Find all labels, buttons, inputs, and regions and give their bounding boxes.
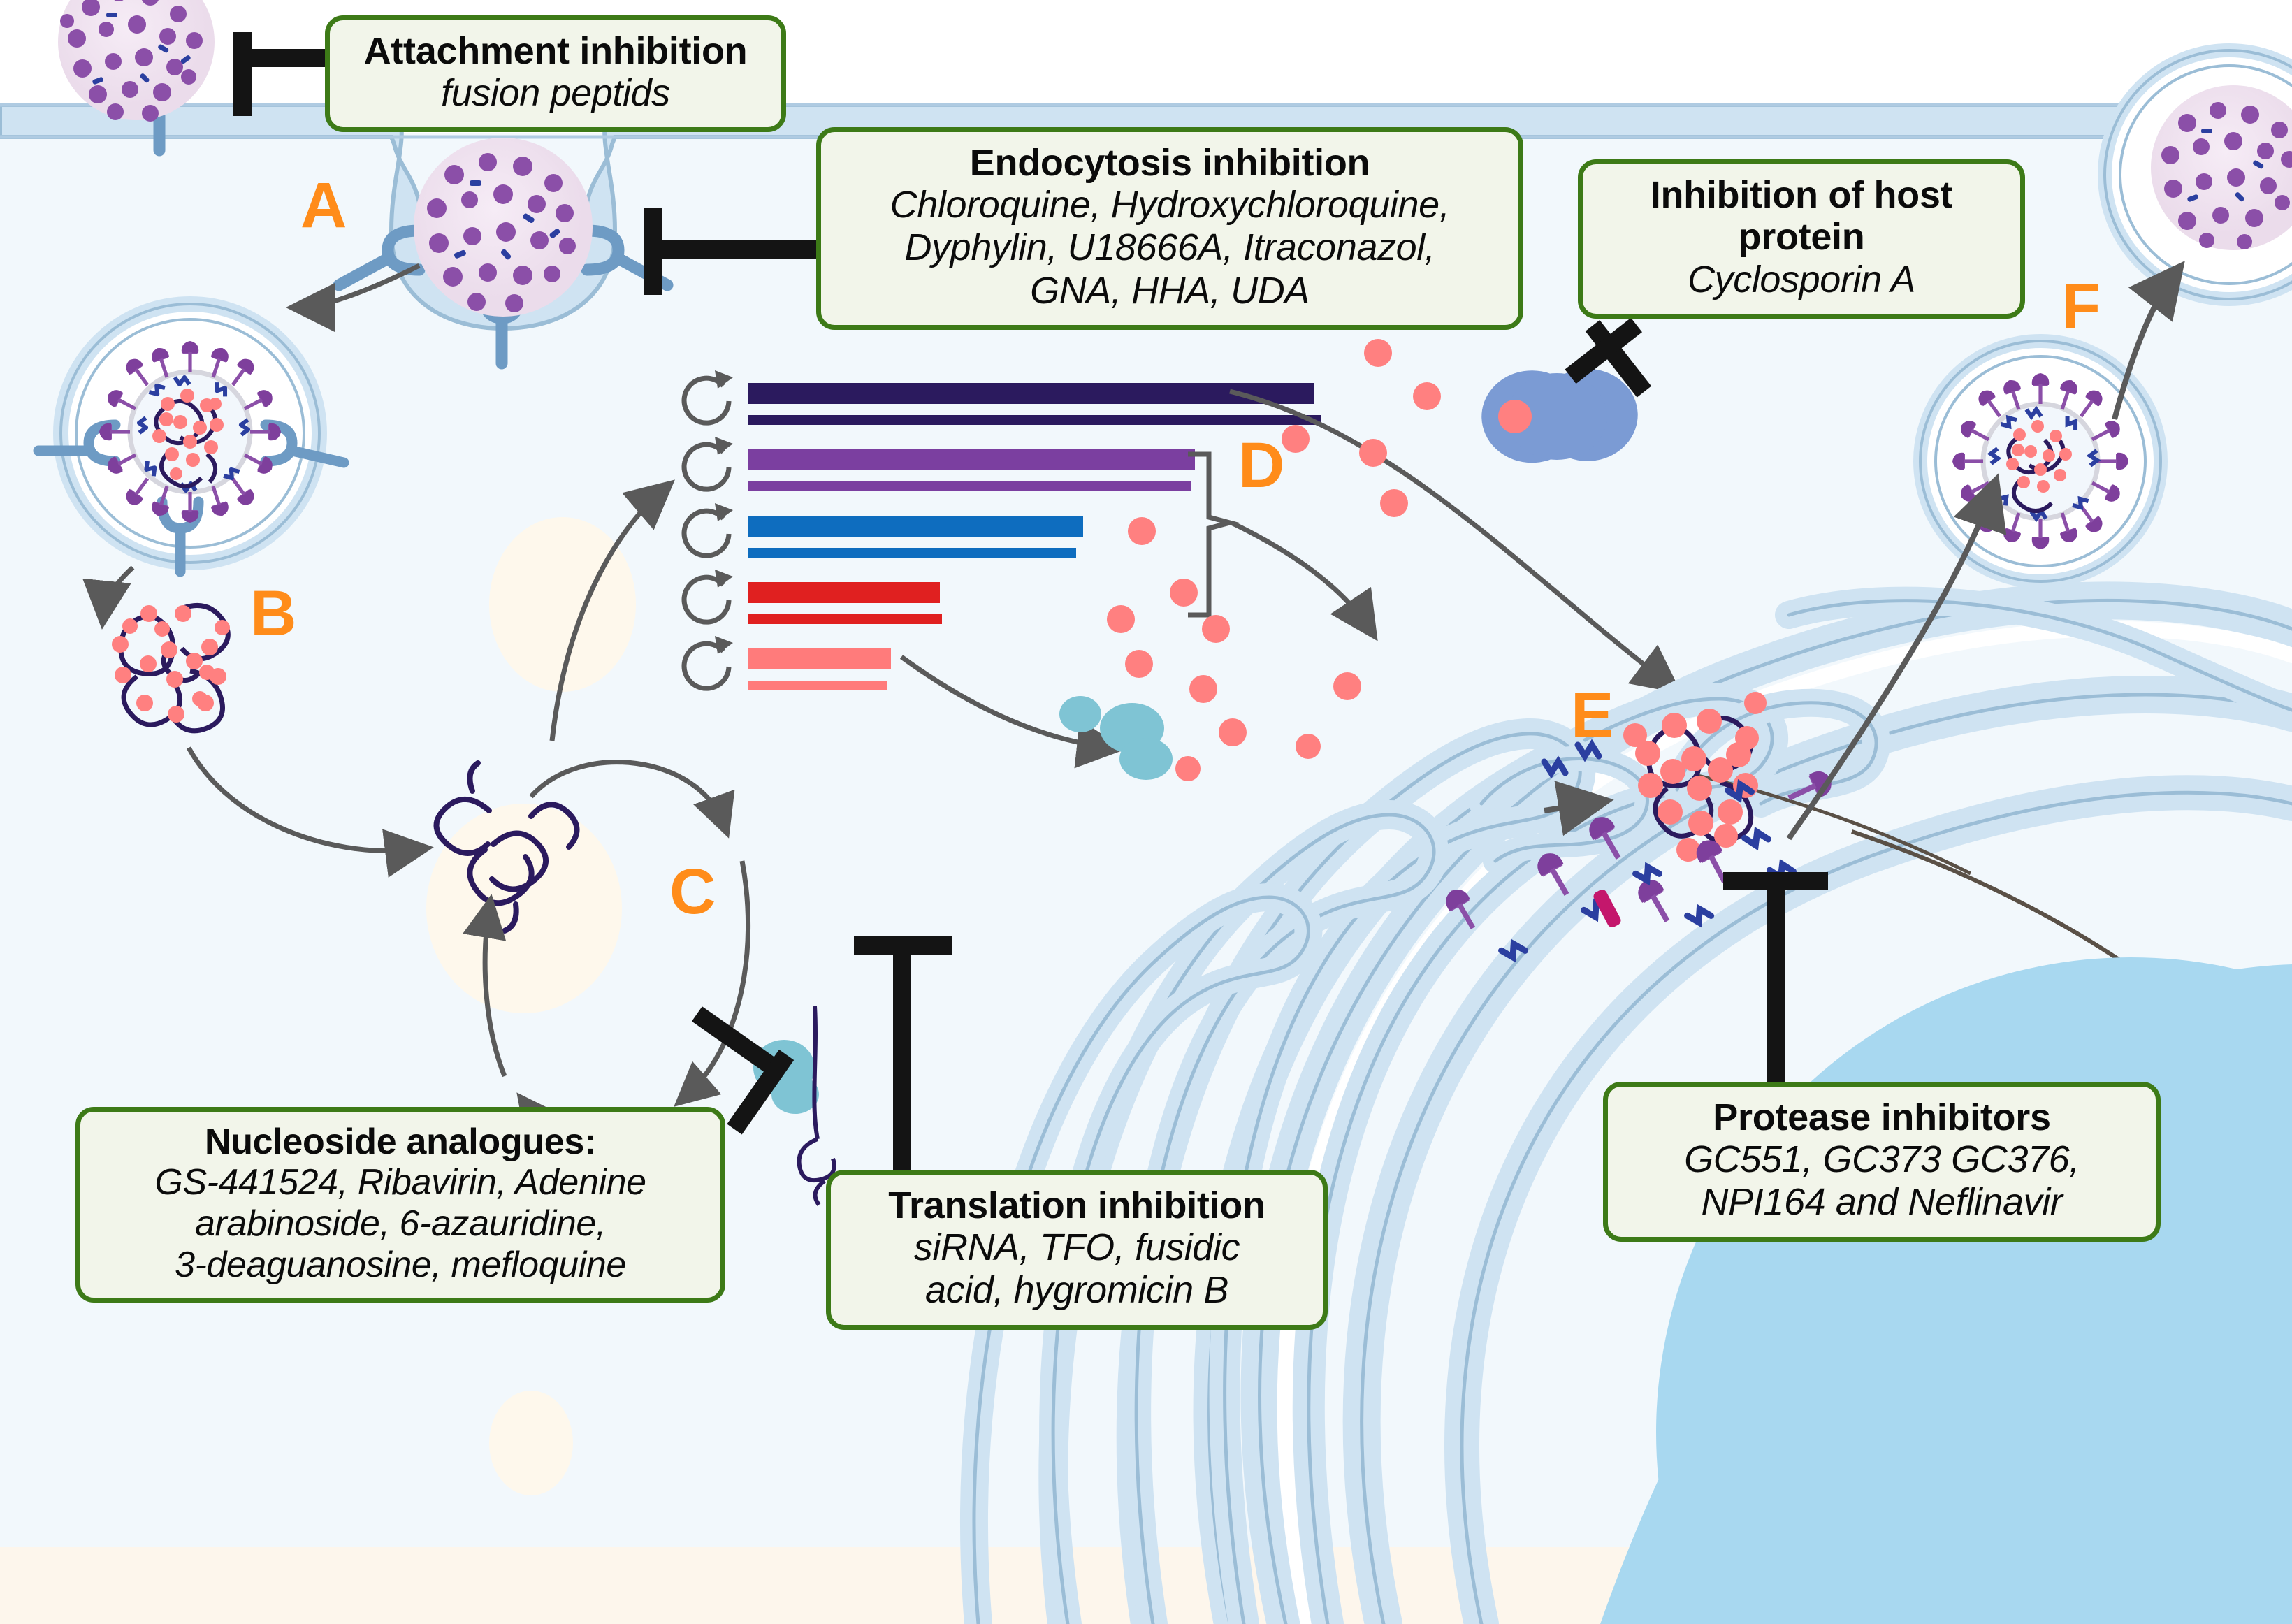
endocytosis-drug-line-2: Dyphylin, U18666A, Itraconazol, xyxy=(904,226,1435,269)
sgrna-cycle-icon-3 xyxy=(681,508,732,558)
arrow-genome-to-translation xyxy=(186,746,434,878)
hemagglutinin-esterase xyxy=(1593,890,1621,927)
hostprotein-drugs: Cyclosporin A xyxy=(1688,258,1915,300)
stage-letter-D: D xyxy=(1238,430,1285,501)
cream-blob-2 xyxy=(489,1391,573,1495)
sgrna-cycle-arrowhead-2 xyxy=(715,437,733,455)
sgrna-cycle-arrowhead-4 xyxy=(715,570,733,588)
receptor-ace2-3 xyxy=(581,224,625,276)
protease-title: Protease inhibitors xyxy=(1713,1096,2051,1138)
arrow-to-assembly xyxy=(1229,389,1682,694)
sgrna-bracket xyxy=(1188,451,1240,618)
assembly-complex xyxy=(1441,692,1836,963)
attachment-title: Attachment inhibition xyxy=(363,30,748,72)
inhibitor-bar-attachment-head xyxy=(233,32,252,116)
inhibitor-bar-translation-stem xyxy=(893,942,911,1181)
stage-letter-F: F xyxy=(2061,270,2101,342)
sgrna-bar-bottom-5 xyxy=(748,681,887,690)
nucleus xyxy=(1600,957,2292,1624)
inhibitor-bar-protease-head xyxy=(1723,872,1828,890)
inhibitor-bar-endocytosis-stem xyxy=(650,240,825,259)
polyprotein-tangle xyxy=(433,760,580,934)
endocytosis-title: Endocytosis inhibition xyxy=(969,142,1370,184)
ribosome-2-small xyxy=(771,1075,819,1114)
sgrna-bar-top-3 xyxy=(748,516,1083,537)
viral-genome-released xyxy=(112,602,231,734)
replication-cycle-arrows xyxy=(463,760,751,1141)
n-protein-dots xyxy=(1107,339,1543,781)
sgrna-bar-bottom-1 xyxy=(748,415,1321,425)
sgrna-bar-bottom-2 xyxy=(748,481,1191,491)
receptor-ace2-2 xyxy=(382,224,426,276)
sgrna-cycle-arrowhead-5 xyxy=(715,636,733,654)
cream-blob-3 xyxy=(426,804,622,1013)
ribosome-1-small xyxy=(1119,738,1173,780)
mrna-strand xyxy=(797,1006,836,1206)
sgrna-bar-bottom-4 xyxy=(748,614,942,624)
translation-drug-line-2: acid, hygromicin B xyxy=(925,1269,1228,1312)
sgrna-bar-top-5 xyxy=(748,648,891,669)
hostprotein-title-line-2: protein xyxy=(1738,216,1865,259)
stage-letter-A: A xyxy=(300,170,347,241)
stage-letter-C: C xyxy=(669,856,716,927)
inhibition-box-protease[interactable]: Protease inhibitors GC551, GC373 GC376, … xyxy=(1603,1082,2161,1242)
host-protein-cyclophilin xyxy=(1481,368,1638,463)
sgrna-bar-top-1 xyxy=(748,383,1314,404)
translation-drug-line-1: siRNA, TFO, fusidic xyxy=(913,1226,1240,1269)
protease-drug-line-2: NPI164 and Neflinavir xyxy=(1701,1181,2063,1224)
inhibitor-bar-attachment-stem xyxy=(238,49,335,67)
endocytosis-drug-line-3: GNA, HHA, UDA xyxy=(1030,269,1310,312)
receptor-ace2-2-stem xyxy=(333,252,394,291)
arrow-endocytosis xyxy=(286,263,421,332)
cream-blob-1 xyxy=(489,517,636,692)
arrow-assembly-to-vesicle xyxy=(1786,473,2007,841)
inhibition-box-nucleoside[interactable]: Nucleoside analogues: GS-441524, Ribavir… xyxy=(75,1107,725,1303)
translation-title: Translation inhibition xyxy=(888,1184,1265,1226)
inhibitor-bar-endocytosis-head xyxy=(644,208,662,295)
sgrna-bar-top-4 xyxy=(748,582,940,603)
stage-letter-B: B xyxy=(250,578,297,649)
inhibition-box-attachment[interactable]: Attachment inhibition fusion peptids xyxy=(325,15,786,133)
inhibition-box-translation[interactable]: Translation inhibition siRNA, TFO, fusid… xyxy=(826,1170,1328,1330)
inhibition-box-endocytosis[interactable]: Endocytosis inhibition Chloroquine, Hydr… xyxy=(816,127,1523,330)
arrow-assembly-local xyxy=(1544,781,1614,836)
endosome-with-virion xyxy=(33,296,349,577)
ribosome-3 xyxy=(1059,696,1101,732)
arrow-to-subgenomic-rnas xyxy=(549,479,675,741)
sgrna-cycle-arrowhead-3 xyxy=(715,503,733,521)
sgrna-cycle-icon-4 xyxy=(681,574,732,625)
exocytosis-vesicle-fusing xyxy=(2098,43,2292,306)
endocytosis-drug-line-1: Chloroquine, Hydroxychloroquine, xyxy=(890,184,1450,226)
inhibition-box-host-protein[interactable]: Inhibition of host protein Cyclosporin A xyxy=(1578,159,2025,319)
virion-extracellular xyxy=(58,0,215,122)
nucleoside-drug-line-2: arabinoside, 6-azauridine, xyxy=(195,1203,606,1244)
sgrna-bar-top-2 xyxy=(748,449,1195,470)
inhibitor-bar-protease-stem xyxy=(1767,878,1785,1092)
nucleoside-drug-line-1: GS-441524, Ribavirin, Adenine xyxy=(154,1162,646,1203)
arrow-sgrna-to-ribosome xyxy=(899,655,1126,769)
nucleoside-drug-line-3: 3-deaguanosine, mefloquine xyxy=(175,1244,626,1285)
hostprotein-title-line-1: Inhibition of host xyxy=(1650,174,1953,216)
subgenomic-rna-group xyxy=(681,370,1321,691)
arrow-sgrna-to-er xyxy=(1230,520,1378,641)
inhibitor-bar-translation-head xyxy=(854,936,952,955)
sgrna-cycle-icon-1 xyxy=(681,375,732,426)
arrow-exocytosis xyxy=(2112,261,2185,421)
stage-letter-E: E xyxy=(1571,680,1614,751)
attachment-drugs: fusion peptids xyxy=(441,72,670,115)
arrow-uncoating xyxy=(82,565,135,630)
protease-drug-line-1: GC551, GC373 GC376, xyxy=(1684,1138,2080,1181)
virion-endocytosing xyxy=(414,138,593,317)
sgrna-cycle-arrowhead-1 xyxy=(715,370,733,389)
nucleoside-title: Nucleoside analogues: xyxy=(204,1122,597,1162)
sgrna-cycle-icon-5 xyxy=(681,641,732,691)
sgrna-bar-bottom-3 xyxy=(748,548,1076,558)
sgrna-cycle-icon-2 xyxy=(681,442,732,492)
